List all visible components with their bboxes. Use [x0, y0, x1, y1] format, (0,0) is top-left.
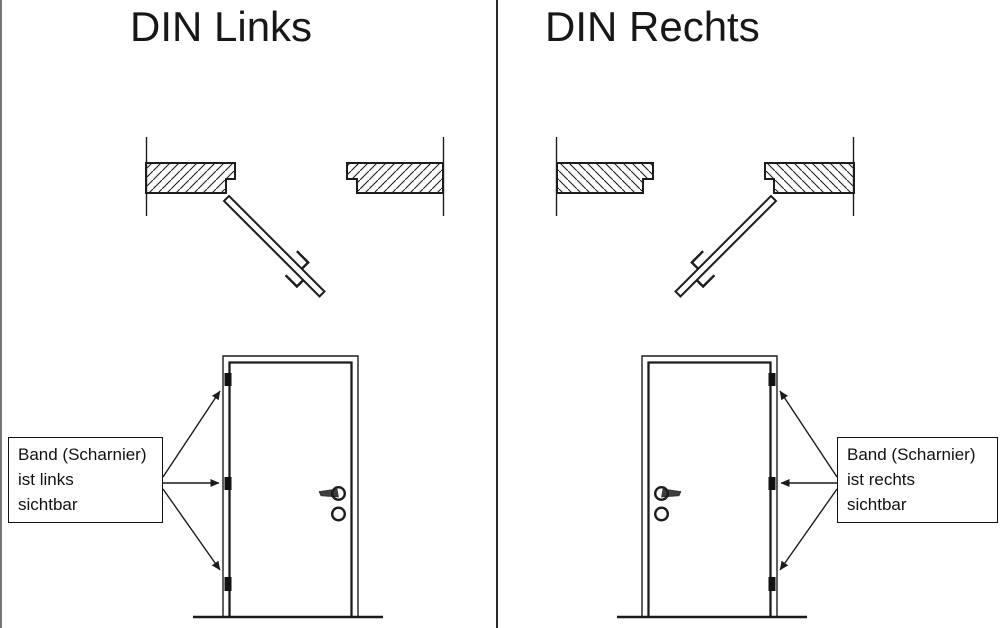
panel-divider	[496, 0, 499, 628]
panel-din-rechts: DIN Rechts Band (Scharnier) ist rechts s…	[500, 0, 1000, 628]
label-line: ist links	[18, 470, 74, 489]
mirrored-drawing	[555, 137, 855, 619]
arrow-to-top-hinge	[779, 390, 838, 478]
label-arrows	[162, 390, 221, 571]
din-rechts-drawing	[555, 137, 855, 619]
label-line: sichtbar	[847, 495, 907, 514]
door-handle	[653, 486, 682, 522]
arrow-to-top-hinge	[162, 390, 221, 478]
label-arrows	[779, 390, 838, 571]
handle-rose	[653, 486, 669, 502]
top-view-section	[145, 137, 445, 298]
panel-title: DIN Rechts	[545, 3, 760, 50]
door-handle-section	[284, 274, 305, 289]
door-hinge-middle	[224, 477, 232, 490]
door-frame-front	[222, 355, 359, 617]
door-frame-section-hinge-side	[764, 162, 855, 194]
door-leaf-top-view	[222, 194, 326, 298]
door-handle-section	[296, 250, 310, 270]
door-frame-front	[641, 355, 778, 617]
door-leaf-top-view	[674, 194, 778, 298]
arrow-to-bottom-hinge	[162, 488, 221, 571]
hinge-label-box: Band (Scharnier) ist links sichtbar	[8, 437, 163, 523]
din-links-drawing	[145, 137, 445, 619]
label-line: Band (Scharnier)	[18, 445, 147, 464]
label-line: Band (Scharnier)	[847, 445, 976, 464]
door-hinge-top	[768, 373, 776, 386]
label-line: ist rechts	[847, 470, 916, 489]
door-hinge-bottom	[224, 577, 232, 591]
hinge-label-box: Band (Scharnier) ist rechts sichtbar	[837, 437, 998, 523]
handle-rose	[331, 486, 347, 502]
door-handle-section	[690, 250, 704, 270]
label-line: sichtbar	[18, 495, 78, 514]
arrow-to-bottom-hinge	[779, 488, 838, 571]
door-handle	[318, 486, 347, 522]
door-frame-section-hinge-side	[145, 162, 236, 194]
front-view-section	[617, 355, 807, 619]
panel-title: DIN Links	[130, 3, 313, 50]
door-hinge-top	[224, 373, 232, 386]
door-handle-section	[695, 274, 716, 289]
door-hinge-middle	[768, 477, 776, 490]
key-rose	[331, 506, 347, 522]
top-view-section	[555, 137, 855, 298]
panel-din-links: DIN Links Band (Scharnier) ist links sic…	[8, 3, 445, 619]
door-frame-section-lock-side	[346, 162, 444, 194]
key-rose	[653, 506, 669, 522]
door-frame-section-lock-side	[556, 162, 654, 194]
door-hinge-bottom	[768, 577, 776, 591]
front-view-section	[193, 355, 383, 619]
